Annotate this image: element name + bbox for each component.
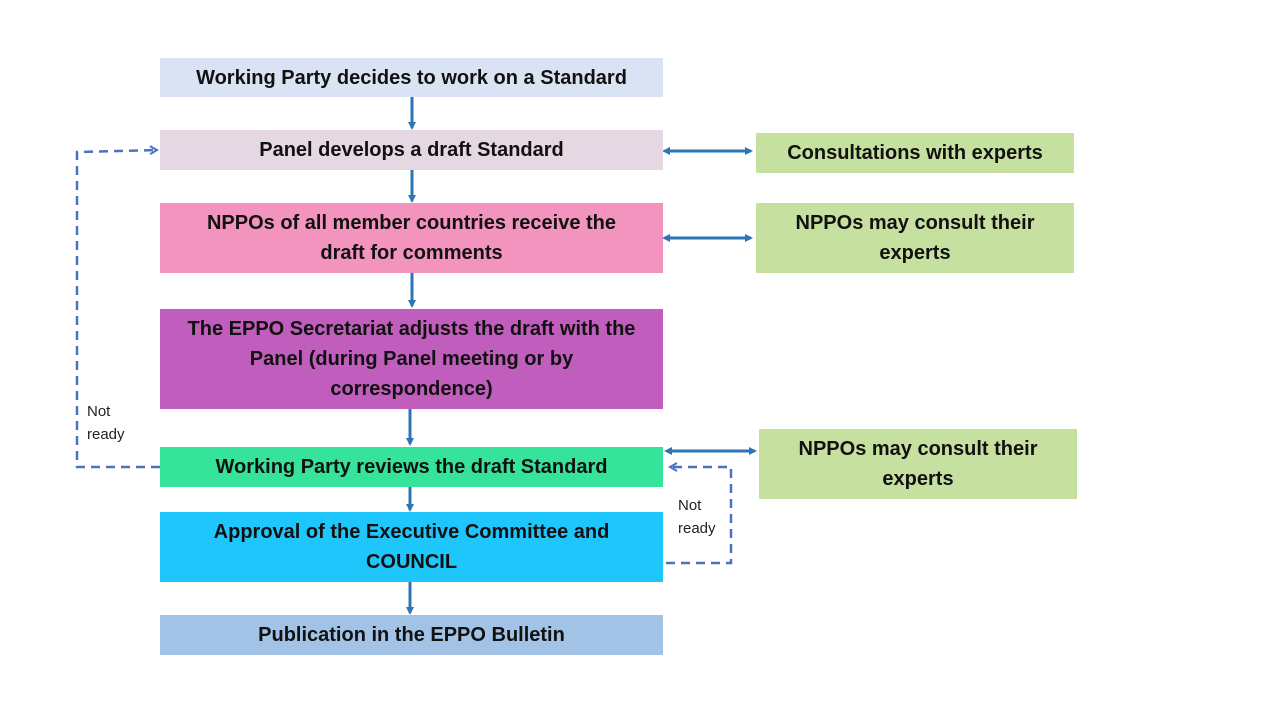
- nppo-consult-box-2: NPPOs may consult their experts: [759, 429, 1077, 499]
- step-comments-box: NPPOs of all member countries receive th…: [160, 203, 663, 273]
- not-ready-right-label: Not ready: [678, 497, 716, 537]
- dashed-loop-right: [666, 467, 733, 565]
- not-ready-left-label: Not ready: [87, 403, 125, 443]
- step-publication-box: Publication in the EPPO Bulletin: [160, 615, 663, 655]
- step-develop-box: Panel develops a draft Standard: [160, 130, 663, 170]
- nppo-consult-box-1: NPPOs may consult their experts: [756, 203, 1074, 273]
- dashed-loop-left: [75, 150, 160, 469]
- step-decide-box: Working Party decides to work on a Stand…: [160, 58, 663, 97]
- step-approval-box: Approval of the Executive Committee and …: [160, 512, 663, 582]
- step-adjust-box: The EPPO Secretariat adjusts the draft w…: [160, 309, 663, 409]
- step-review-box: Working Party reviews the draft Standard: [160, 447, 663, 487]
- consultations-experts-box: Consultations with experts: [756, 133, 1074, 173]
